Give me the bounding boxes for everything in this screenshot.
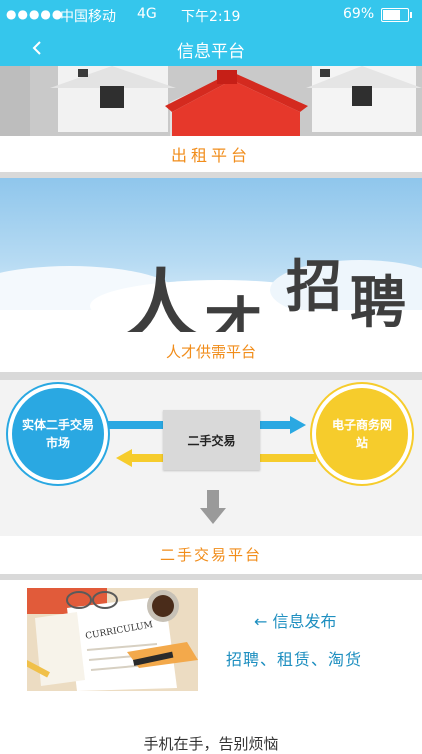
secondhand-trade-box: 二手交易: [163, 410, 260, 470]
talent-banner-image[interactable]: 人 才 招 聘: [0, 178, 422, 332]
banner-char-cai: 才: [204, 291, 263, 332]
banner-char-pin: 聘: [350, 270, 406, 332]
resume-illustration[interactable]: CURRICULUM: [27, 588, 198, 691]
section-divider: [0, 372, 422, 380]
rental-banner-image[interactable]: [0, 66, 422, 136]
secondhand-diagram[interactable]: 实体二手交易市场 二手交易 电子商务网站: [0, 380, 422, 536]
rental-platform-label[interactable]: 出租平台: [0, 144, 422, 172]
info-publish-link[interactable]: ← 信息发布: [254, 612, 337, 631]
secondhand-platform-label[interactable]: 二手交易平台: [0, 536, 422, 574]
status-bar: ●●●●● 中国移动 4G 下午2:19 69%: [0, 0, 422, 30]
battery-percent: 69%: [343, 6, 375, 22]
info-categories: 招聘、租赁、淘货: [226, 650, 363, 669]
ecommerce-site-circle: 电子商务网站: [316, 388, 408, 480]
physical-market-circle: 实体二手交易市场: [12, 388, 104, 480]
talent-platform-label[interactable]: 人才供需平台: [0, 332, 422, 372]
clock: 下午2:19: [181, 9, 241, 25]
battery-nub: [410, 12, 412, 18]
signal-strength-icon: ●●●●●: [6, 7, 64, 21]
slogan-text: 手机在手，告别烦恼: [143, 735, 279, 753]
section-divider: [0, 574, 422, 580]
houses-illustration: [0, 66, 422, 136]
network-type: 4G: [137, 6, 157, 22]
battery-fill: [383, 10, 400, 20]
clouds-illustration: [0, 260, 422, 332]
navigation-bar: 信息平台: [0, 30, 422, 66]
banner-char-zhao: 招: [286, 254, 342, 320]
battery-icon: [381, 8, 412, 22]
curriculum-illustration: [27, 588, 198, 691]
chevron-left-icon: [32, 41, 41, 55]
back-button[interactable]: [24, 34, 54, 62]
page-title: 信息平台: [177, 42, 245, 62]
carrier-name: 中国移动: [60, 9, 116, 25]
section-divider: [0, 172, 422, 178]
banner-char-ren: 人: [122, 261, 201, 332]
